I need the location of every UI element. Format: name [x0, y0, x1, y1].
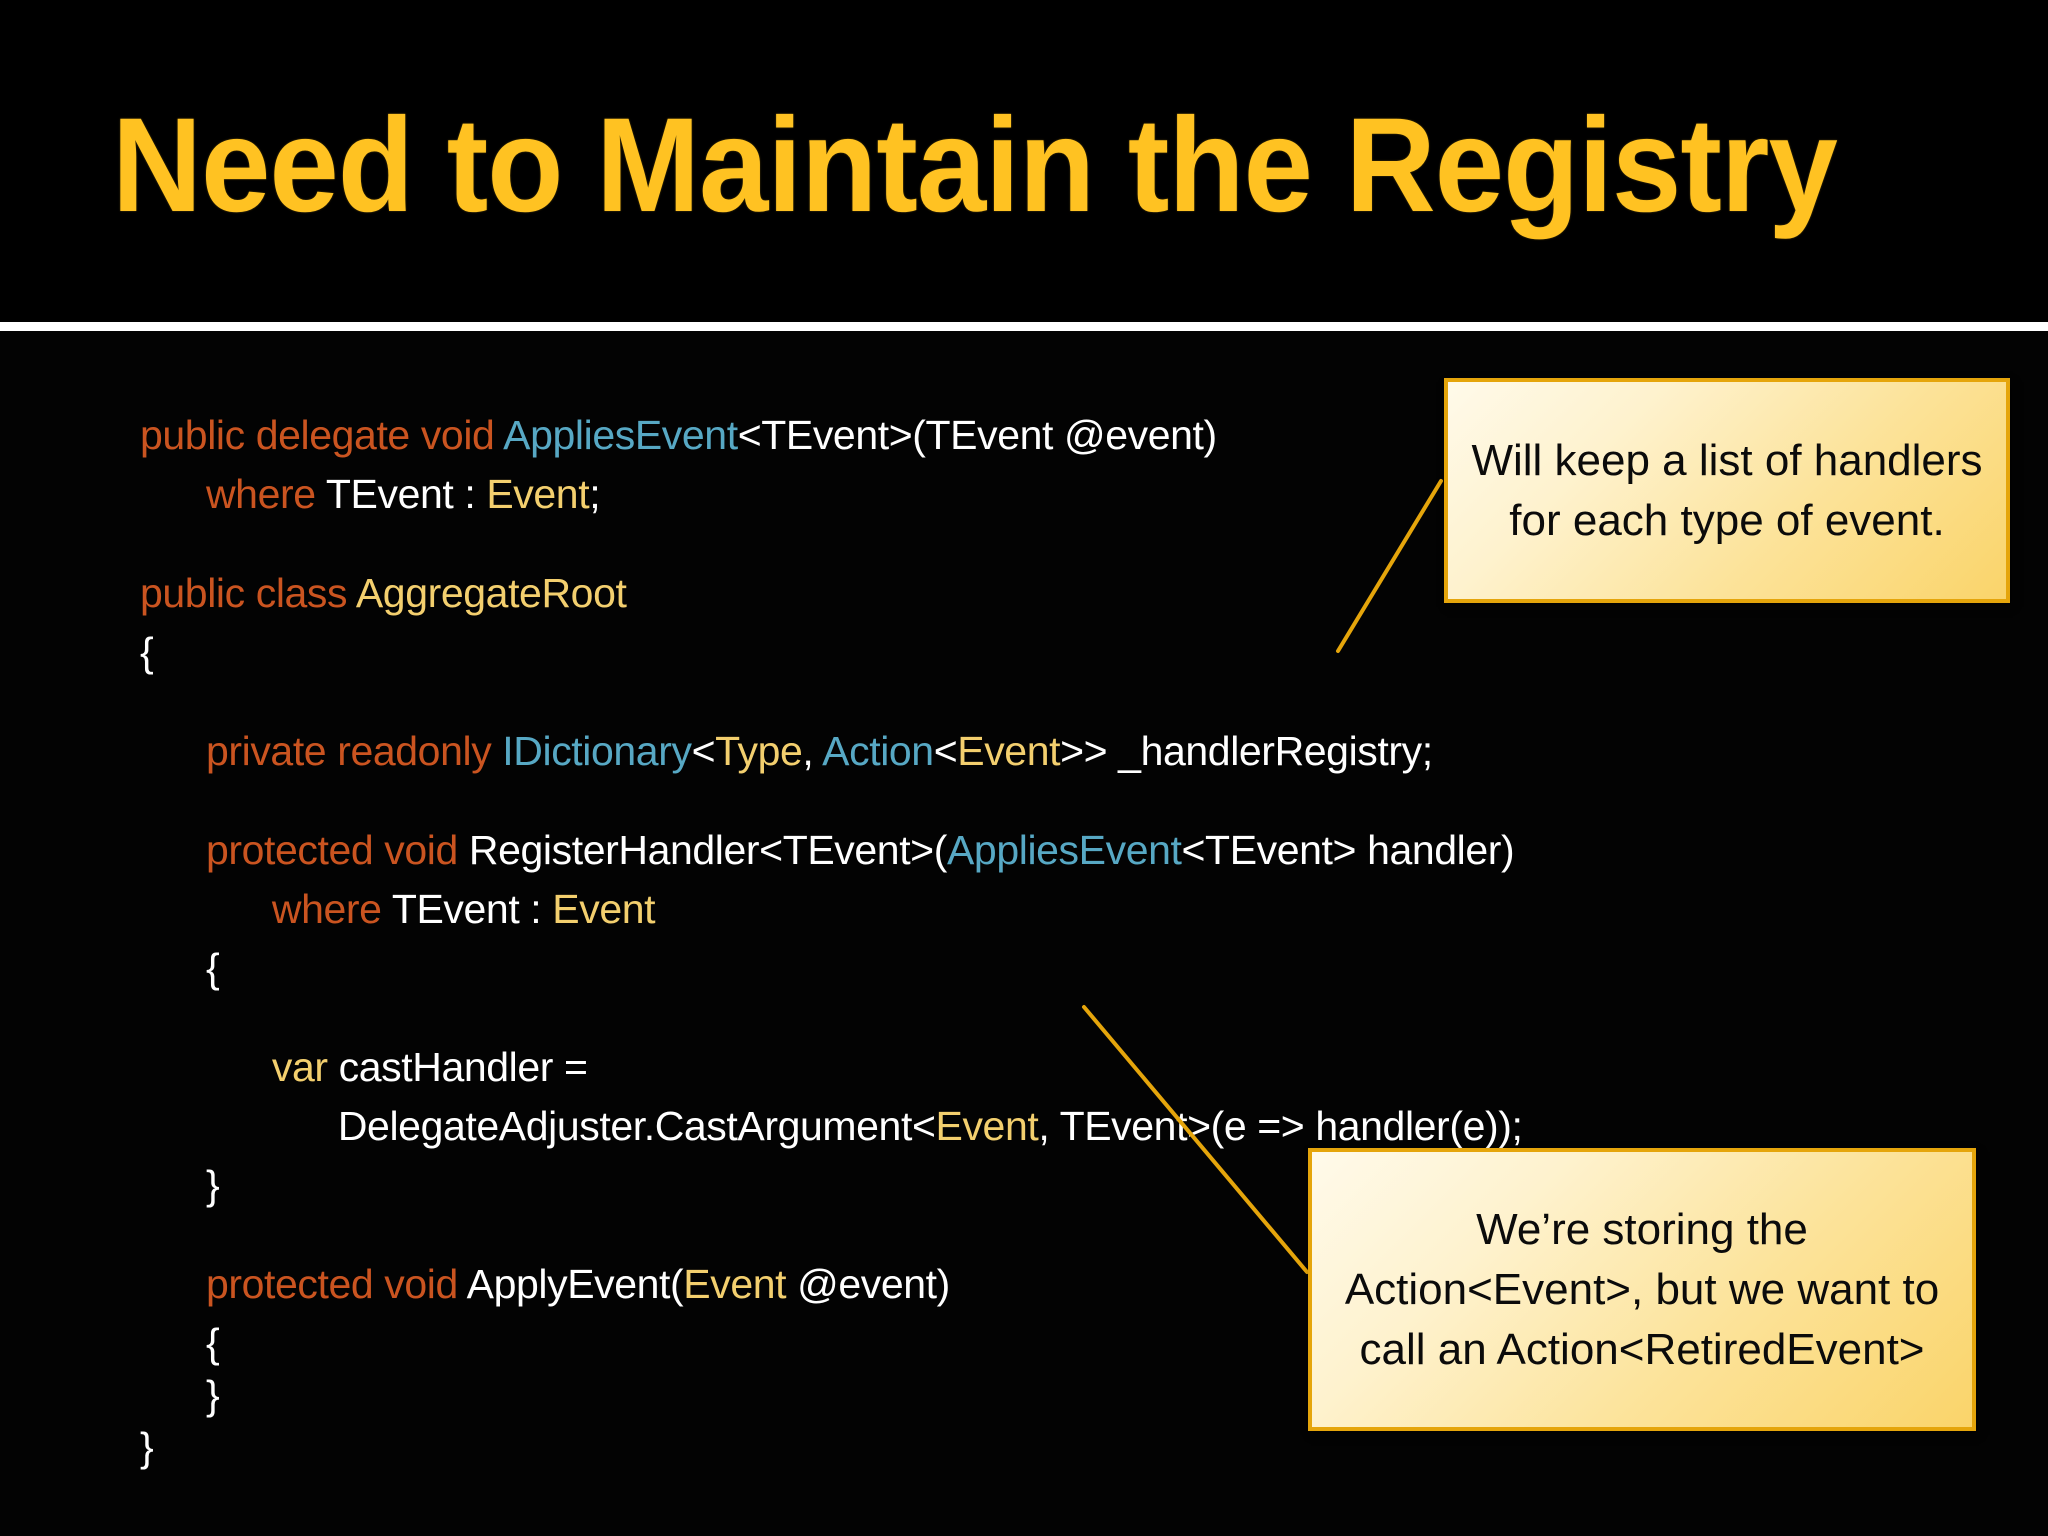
code-indent [140, 1320, 206, 1366]
code-token-gld: Event [552, 886, 656, 932]
code-token-idn: @event) [786, 1261, 950, 1307]
code-token-kw: where [271, 886, 392, 932]
code-indent [140, 728, 206, 774]
code-token-idn: <TEvent>(TEvent @event) [737, 412, 1217, 458]
code-indent [140, 1372, 206, 1418]
code-token-gld: AggregateRoot [355, 570, 627, 616]
code-token-kw: private [205, 728, 338, 774]
page-title: Need to Maintain the Registry [112, 91, 1838, 240]
code-token-idn: } [205, 1162, 220, 1208]
line-delegate-decl: public delegate void AppliesEvent<TEvent… [140, 406, 1522, 465]
code-token-idn: { [205, 945, 220, 991]
code-indent [140, 1103, 338, 1149]
line-register-handler-close-brace: } [140, 1156, 1522, 1215]
code-indent [140, 1162, 206, 1208]
callout-registry-text: Will keep a list of handlers for each ty… [1471, 435, 1983, 545]
code-token-idn: < [933, 728, 958, 774]
code-token-gld: Event [957, 728, 1061, 774]
code-indent [140, 827, 206, 873]
code-token-idn: , [802, 728, 823, 774]
code-token-idn: } [205, 1372, 220, 1418]
title-band: Need to Maintain the Registry [0, 0, 2048, 322]
code-token-kw: public [140, 570, 256, 616]
code-token-idn: TEvent : [325, 471, 487, 517]
code-indent [140, 471, 206, 517]
line-handler-registry-field: private readonly IDictionary<Type, Actio… [140, 722, 1522, 781]
blank-3 [140, 781, 1522, 821]
code-token-idn: RegisterHandler<TEvent>( [468, 827, 947, 873]
line-class-decl: public class AggregateRoot [140, 564, 1522, 623]
code-token-gld: Type [715, 728, 803, 774]
code-token-idn: } [140, 1424, 154, 1470]
callout-registry[interactable]: Will keep a list of handlers for each ty… [1444, 378, 2010, 603]
code-token-idn: { [140, 629, 154, 675]
code-token-idn: >> _handlerRegistry; [1060, 728, 1433, 774]
code-token-typ: AppliesEvent [503, 412, 738, 458]
code-token-idn: DelegateAdjuster.CastArgument< [337, 1103, 936, 1149]
code-token-typ: AppliesEvent [946, 827, 1182, 873]
callout-action[interactable]: We’re storing the Action<Event>, but we … [1308, 1148, 1976, 1431]
code-token-kw: void [384, 827, 469, 873]
code-token-kw: delegate [255, 412, 421, 458]
code-token-gld: Event [683, 1261, 787, 1307]
code-token-idn: , TEvent>(e => handler(e)); [1038, 1103, 1523, 1149]
code-token-kw: where [205, 471, 326, 517]
line-delegate-where: where TEvent : Event; [140, 465, 1522, 524]
code-token-idn: { [205, 1320, 220, 1366]
code-token-kw: void [384, 1261, 467, 1307]
code-token-kw: protected [205, 1261, 385, 1307]
line-register-handler-signature: protected void RegisterHandler<TEvent>(A… [140, 821, 1522, 880]
code-token-idn: < [691, 728, 716, 774]
line-apply-event-signature: protected void ApplyEvent(Event @event) [140, 1255, 1522, 1314]
code-indent [140, 1261, 206, 1307]
code-token-kw: readonly [337, 728, 503, 774]
line-register-handler-where: where TEvent : Event [140, 880, 1522, 939]
code-token-gld: var [271, 1044, 339, 1090]
code-token-idn: ; [589, 471, 601, 517]
code-token-idn: castHandler = [338, 1044, 588, 1090]
code-token-kw: public [140, 412, 256, 458]
code-token-kw: void [420, 412, 504, 458]
line-apply-event-open-brace: { [140, 1314, 1522, 1366]
code-indent [140, 945, 206, 991]
line-cast-argument: DelegateAdjuster.CastArgument<Event, TEv… [140, 1097, 1523, 1156]
line-class-open-brace: { [140, 623, 1522, 682]
code-token-idn: TEvent : [391, 886, 553, 932]
line-class-close-brace: } [140, 1418, 1522, 1477]
line-var-cast-handler: var castHandler = [140, 1038, 1522, 1097]
code-token-gld: Event [486, 471, 590, 517]
line-apply-event-close-brace: } [140, 1366, 1522, 1418]
code-token-kw: protected [205, 827, 385, 873]
code-token-idn: <TEvent> handler) [1181, 827, 1515, 873]
code-indent [140, 886, 272, 932]
blank-1 [140, 524, 1522, 564]
code-token-gld: Event [935, 1103, 1039, 1149]
code-token-kw: class [255, 570, 356, 616]
code-block: public delegate void AppliesEvent<TEvent… [140, 406, 1523, 1477]
callout-action-text: We’re storing the Action<Event>, but we … [1344, 1204, 1940, 1374]
code-token-typ: IDictionary [502, 728, 692, 774]
line-register-handler-open-brace: { [140, 939, 1522, 998]
code-token-idn: ApplyEvent( [466, 1261, 684, 1307]
code-token-typ: Action [822, 728, 934, 774]
code-indent [140, 1044, 272, 1090]
blank-4 [140, 998, 1522, 1038]
blank-2 [140, 682, 1522, 722]
title-divider-rule [0, 322, 2048, 331]
